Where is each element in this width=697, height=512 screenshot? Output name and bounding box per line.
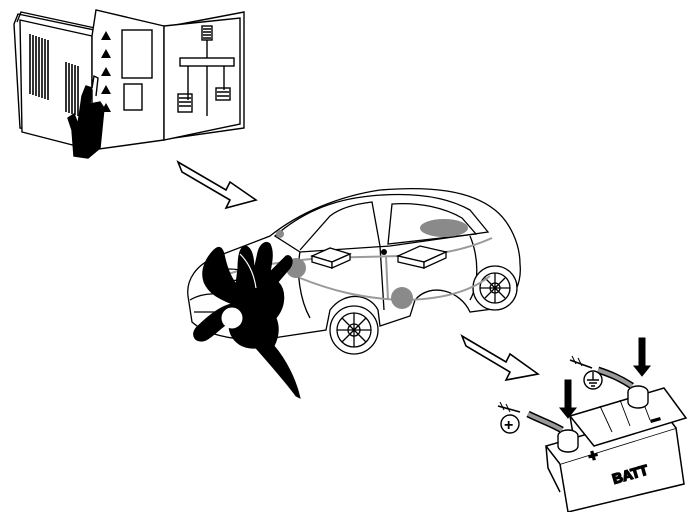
negative-cable bbox=[570, 356, 648, 408]
positive-marker: + bbox=[504, 417, 513, 434]
arrow-icon bbox=[462, 336, 538, 380]
arrow-icon bbox=[178, 162, 256, 208]
manual-icon bbox=[14, 10, 244, 158]
ground-symbol-icon bbox=[584, 371, 602, 389]
